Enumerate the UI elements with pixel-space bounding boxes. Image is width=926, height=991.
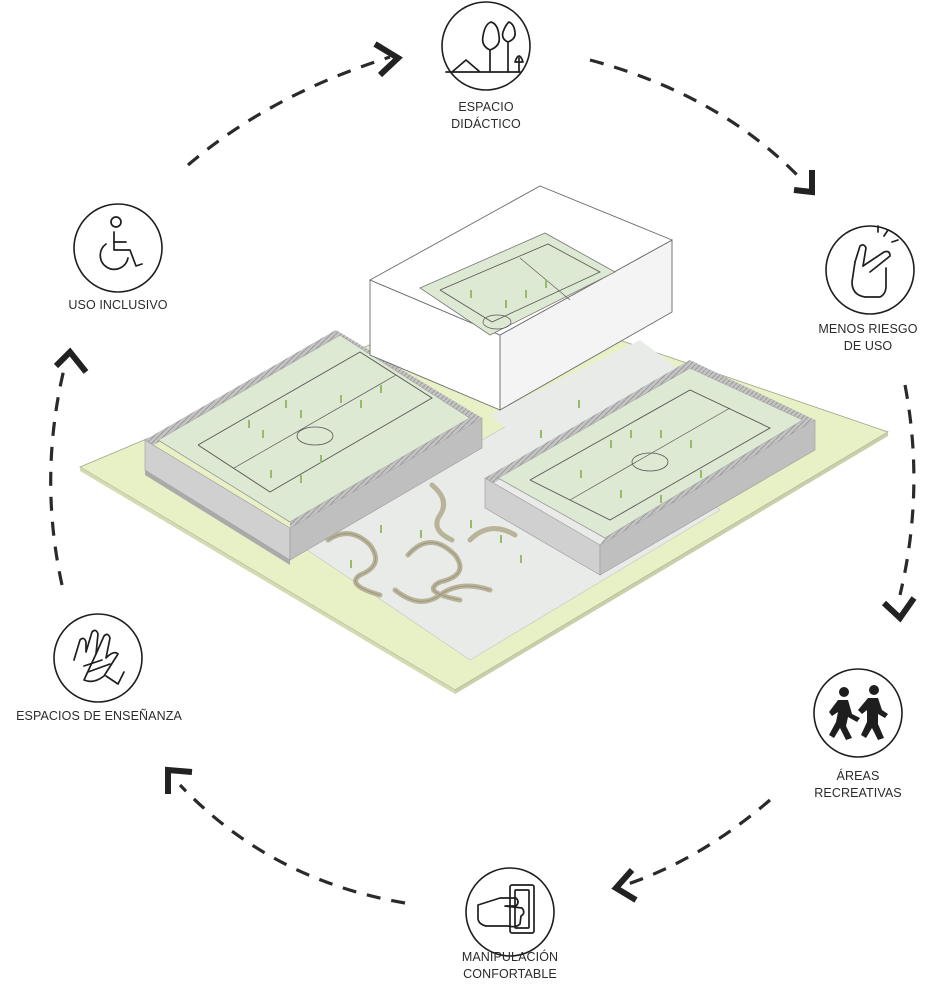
label-menos-riesgo: MENOS RIESGO DE USO [810, 321, 926, 355]
label-manipulacion: MANIPULACIÓN CONFORTABLE [450, 949, 570, 983]
site-axonometric [79, 185, 889, 694]
label-espacio-didactico-line2: DIDÁCTICO [451, 117, 521, 131]
label-menos-riesgo-line2: DE USO [843, 339, 893, 353]
arc-didactico-to-riesgo [589, 58, 802, 180]
label-espacios-ensenanza: ESPACIOS DE ENSEÑANZA [4, 708, 194, 725]
label-areas-recreativas-line1: ÁREAS [836, 769, 880, 783]
arrowhead-to-inclusivo [53, 347, 89, 374]
label-espacio-didactico: ESPACIO DIDÁCTICO [436, 99, 536, 133]
cycle-arrows [49, 41, 917, 905]
label-areas-recreativas-line2: RECREATIVAS [814, 786, 902, 800]
arc-ensenanza-to-inclusivo [49, 364, 67, 586]
icon-menos-riesgo [825, 225, 915, 315]
arc-recreativas-to-manipulacion [624, 798, 772, 887]
arrowhead-to-manipulacion [611, 868, 638, 903]
running-people-icon [829, 685, 888, 740]
label-espacios-ensenanza-line1: ESPACIOS DE ENSEÑANZA [16, 709, 182, 723]
people-figures [248, 280, 702, 568]
icon-manipulacion [465, 867, 555, 957]
arc-inclusivo-to-didactico [186, 55, 391, 167]
trees-icon [445, 21, 524, 73]
arrowhead-to-riesgo [793, 170, 815, 196]
label-areas-recreativas: ÁREAS RECREATIVAS [800, 768, 916, 802]
label-menos-riesgo-line1: MENOS RIESGO [818, 322, 918, 336]
label-espacio-didactico-line1: ESPACIO [458, 100, 514, 114]
arc-riesgo-to-recreativas [898, 384, 916, 596]
arrowhead-to-didactico [373, 41, 403, 78]
icon-uso-inclusivo [73, 203, 163, 293]
label-manipulacion-line2: CONFORTABLE [463, 967, 557, 981]
right-field [484, 360, 816, 576]
label-uso-inclusivo: USO INCLUSIVO [52, 297, 184, 314]
building [368, 185, 674, 411]
label-uso-inclusivo-line1: USO INCLUSIVO [68, 298, 168, 312]
icon-areas-recreativas [813, 668, 903, 758]
icon-espacios-ensenanza [53, 613, 143, 703]
sign-language-hands-icon [73, 629, 125, 685]
hand-tap-icon [851, 225, 899, 298]
left-field [144, 330, 483, 565]
icon-espacio-didactico [441, 1, 531, 91]
arrowhead-to-recreativas [881, 596, 917, 623]
hand-button-icon [477, 884, 535, 934]
label-manipulacion-line1: MANIPULACIÓN [461, 950, 559, 964]
arc-manipulacion-to-ensenanza [178, 783, 406, 905]
wheelchair-icon [99, 216, 143, 271]
arrowhead-to-ensenanza [165, 766, 193, 794]
